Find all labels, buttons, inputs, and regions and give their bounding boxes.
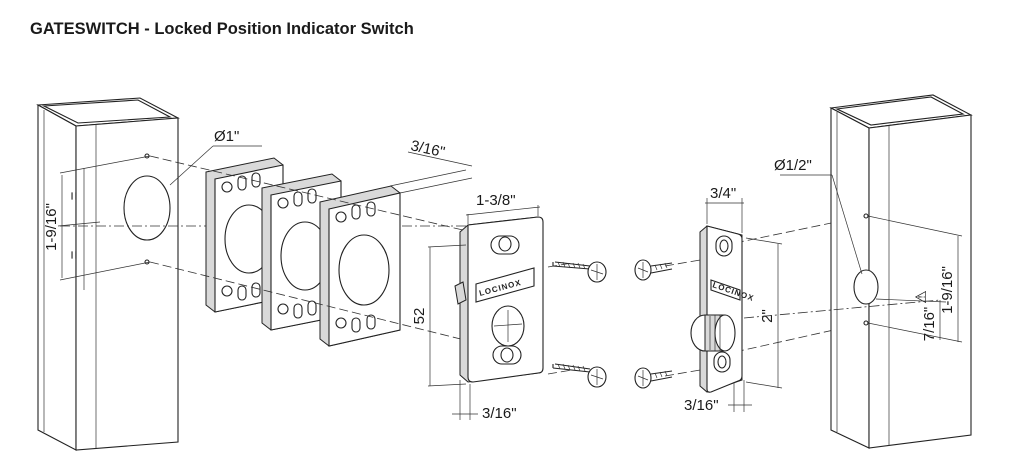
warning-symbol: ⚠ [913, 290, 930, 303]
receiver-post-hole [853, 269, 879, 305]
screw-upper-right [634, 259, 673, 281]
equal-mark-bottom: = [66, 250, 83, 259]
receiver-block: LOCINOX [690, 225, 755, 393]
equal-mark-top: = [66, 191, 83, 200]
right-square-post [829, 94, 973, 449]
screw-upper-left [552, 261, 607, 283]
switch-height-label: 52 [411, 308, 428, 325]
page-title: GATESWITCH - Locked Position Indicator S… [30, 20, 414, 38]
gateswitch-body: LOCINOX [454, 216, 544, 383]
left-post-dimensions: 1-9/16" = = [43, 155, 520, 290]
receiver-hole-spacing-label: 1-9/16" [939, 266, 956, 314]
screw-lower-right [634, 367, 673, 389]
post-hole-spacing-label: 1-9/16" [43, 203, 60, 251]
spacer-plate-3 [319, 185, 401, 347]
switch-depth-label: 3/16" [482, 405, 517, 422]
receiver-offset-label: 7/16" [921, 307, 938, 342]
left-square-post [36, 97, 180, 451]
right-post-dimensions: 1-9/16" ⚠ 7/16" Ø1/2" [743, 157, 963, 343]
receiver-hole-diameter-label: Ø1/2" [774, 157, 812, 174]
spacer-thickness-dimension: 3/16" [389, 137, 473, 194]
switch-width-label: 1-3/8" [476, 192, 516, 209]
receiver-depth-label: 3/16" [684, 397, 719, 414]
switch-dimensions: 1-3/8" 52 3/16" [411, 192, 541, 422]
screw-lower-left [552, 363, 607, 388]
post-hole [123, 175, 171, 241]
receiver-width-label: 3/4" [710, 185, 736, 202]
hole-diameter-label: Ø1" [214, 128, 239, 145]
spacer-thickness-label: 3/16" [409, 137, 446, 161]
receiver-dimensions: 3/4" 2" 3/16" [684, 185, 783, 414]
